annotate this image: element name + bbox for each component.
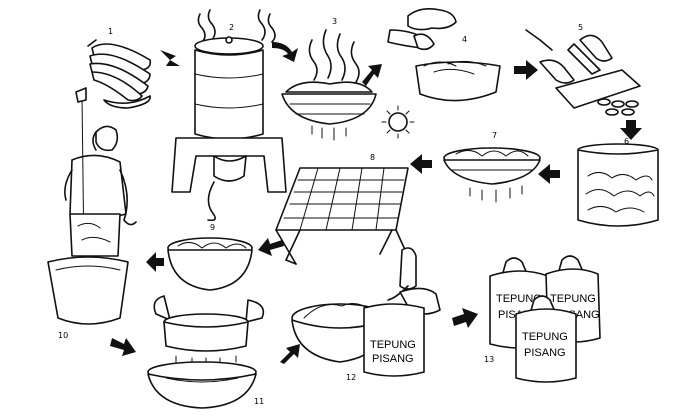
sun-icon <box>381 105 415 139</box>
step-number-13: 13 <box>484 355 494 364</box>
flow-arrow <box>514 60 538 80</box>
drying-rack-icon <box>275 167 409 265</box>
flow-arrow <box>538 164 560 184</box>
step-number-10: 10 <box>58 331 68 340</box>
sack-c-label-line1: TEPUNG <box>522 331 568 343</box>
step-number-3: 3 <box>332 17 337 26</box>
flow-arrow <box>620 120 642 140</box>
step-number-4: 4 <box>462 35 467 44</box>
flow-arrow <box>410 154 432 174</box>
flour-bag-icon: TEPUNG PISANG <box>363 303 425 377</box>
steamer-icon <box>171 9 287 222</box>
flow-arrow <box>452 308 478 328</box>
step-number-1: 1 <box>108 27 113 36</box>
bag-12-label-line2: PISANG <box>372 353 414 365</box>
step-number-8: 8 <box>370 153 375 162</box>
sieve-icon <box>147 295 265 409</box>
flow-arrow <box>160 50 180 66</box>
sack-c-label-line2: PISANG <box>524 347 566 359</box>
soaking-jar-icon <box>577 143 659 227</box>
slicing-knife-icon <box>525 29 641 116</box>
flour-sack-icon: TEPUNG PISANG <box>515 295 577 383</box>
bag-12-label-line1: TEPUNG <box>370 339 416 351</box>
flow-arrow <box>146 252 164 272</box>
banana-bunch-icon <box>87 39 152 109</box>
step-number-7: 7 <box>492 131 497 140</box>
step-number-2: 2 <box>229 23 234 32</box>
sack-b-label-line1: TEPUNG <box>550 293 596 305</box>
step-number-6: 6 <box>624 137 629 146</box>
step-number-9: 9 <box>210 223 215 232</box>
flow-arrow <box>258 238 284 256</box>
mortar-pestle-icon <box>47 87 137 325</box>
flow-arrow <box>280 344 300 364</box>
dried-banana-bowl-icon <box>167 237 253 291</box>
peeling-hands-icon <box>387 8 501 102</box>
sack-a-label-line1: TEPUNG <box>496 293 542 305</box>
draining-basket-icon <box>443 147 541 203</box>
flow-arrow <box>272 42 298 62</box>
step-number-11: 11 <box>254 397 264 406</box>
step-number-5: 5 <box>578 23 583 32</box>
flow-arrow <box>362 64 382 86</box>
steaming-basket-icon <box>281 29 377 141</box>
flow-arrow <box>110 338 136 356</box>
step-number-12: 12 <box>346 373 356 382</box>
